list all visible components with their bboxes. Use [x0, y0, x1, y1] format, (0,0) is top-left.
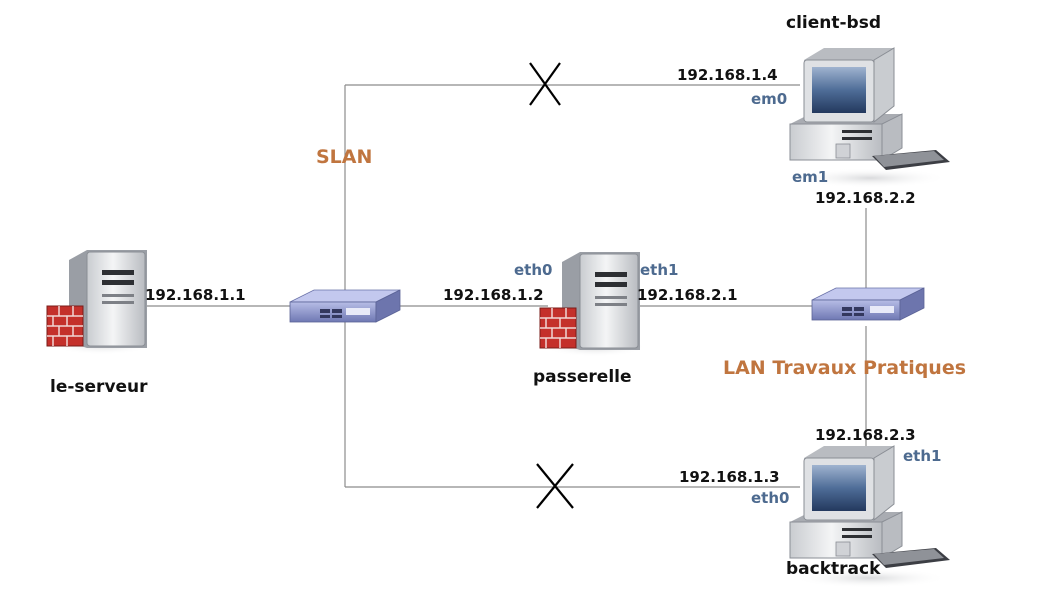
- passerelle-eth1-ip: 192.168.2.1: [637, 286, 738, 304]
- lan-wiring: [632, 208, 867, 455]
- server-firewall-icon: [46, 250, 154, 355]
- backtrack-eth1-label: eth1: [903, 447, 941, 465]
- slan-wiring: [140, 84, 800, 488]
- lan-network-label: LAN Travaux Pratiques: [723, 357, 966, 379]
- backtrack-eth0-label: eth0: [751, 489, 789, 507]
- desktop-computer-icon: [789, 445, 950, 588]
- backtrack-eth0-ip: 192.168.1.3: [679, 468, 780, 486]
- client-bsd-em0-label: em0: [751, 90, 787, 108]
- passerelle-eth0-label: eth0: [514, 261, 552, 279]
- backtrack-name: backtrack: [786, 559, 881, 579]
- backtrack-eth1-ip: 192.168.2.3: [815, 426, 916, 444]
- network-switch-icon: [811, 287, 925, 321]
- le-serveur-ip: 192.168.1.1: [145, 286, 246, 304]
- passerelle-eth1-label: eth1: [640, 261, 678, 279]
- client-bsd-name: client-bsd: [786, 13, 881, 33]
- cut-link-icon: [529, 62, 561, 106]
- network-switch-icon: [289, 289, 401, 323]
- slan-network-label: SLAN: [316, 146, 372, 168]
- passerelle-name: passerelle: [533, 367, 632, 387]
- client-bsd-em0-ip: 192.168.1.4: [677, 66, 778, 84]
- cut-link-icon: [536, 463, 574, 509]
- client-bsd-em1-label: em1: [792, 168, 828, 186]
- le-serveur-name: le-serveur: [50, 377, 148, 397]
- client-bsd-em1-ip: 192.168.2.2: [815, 189, 916, 207]
- passerelle-eth0-ip: 192.168.1.2: [443, 286, 544, 304]
- desktop-computer-icon: [789, 47, 950, 188]
- server-firewall-icon: [539, 252, 647, 357]
